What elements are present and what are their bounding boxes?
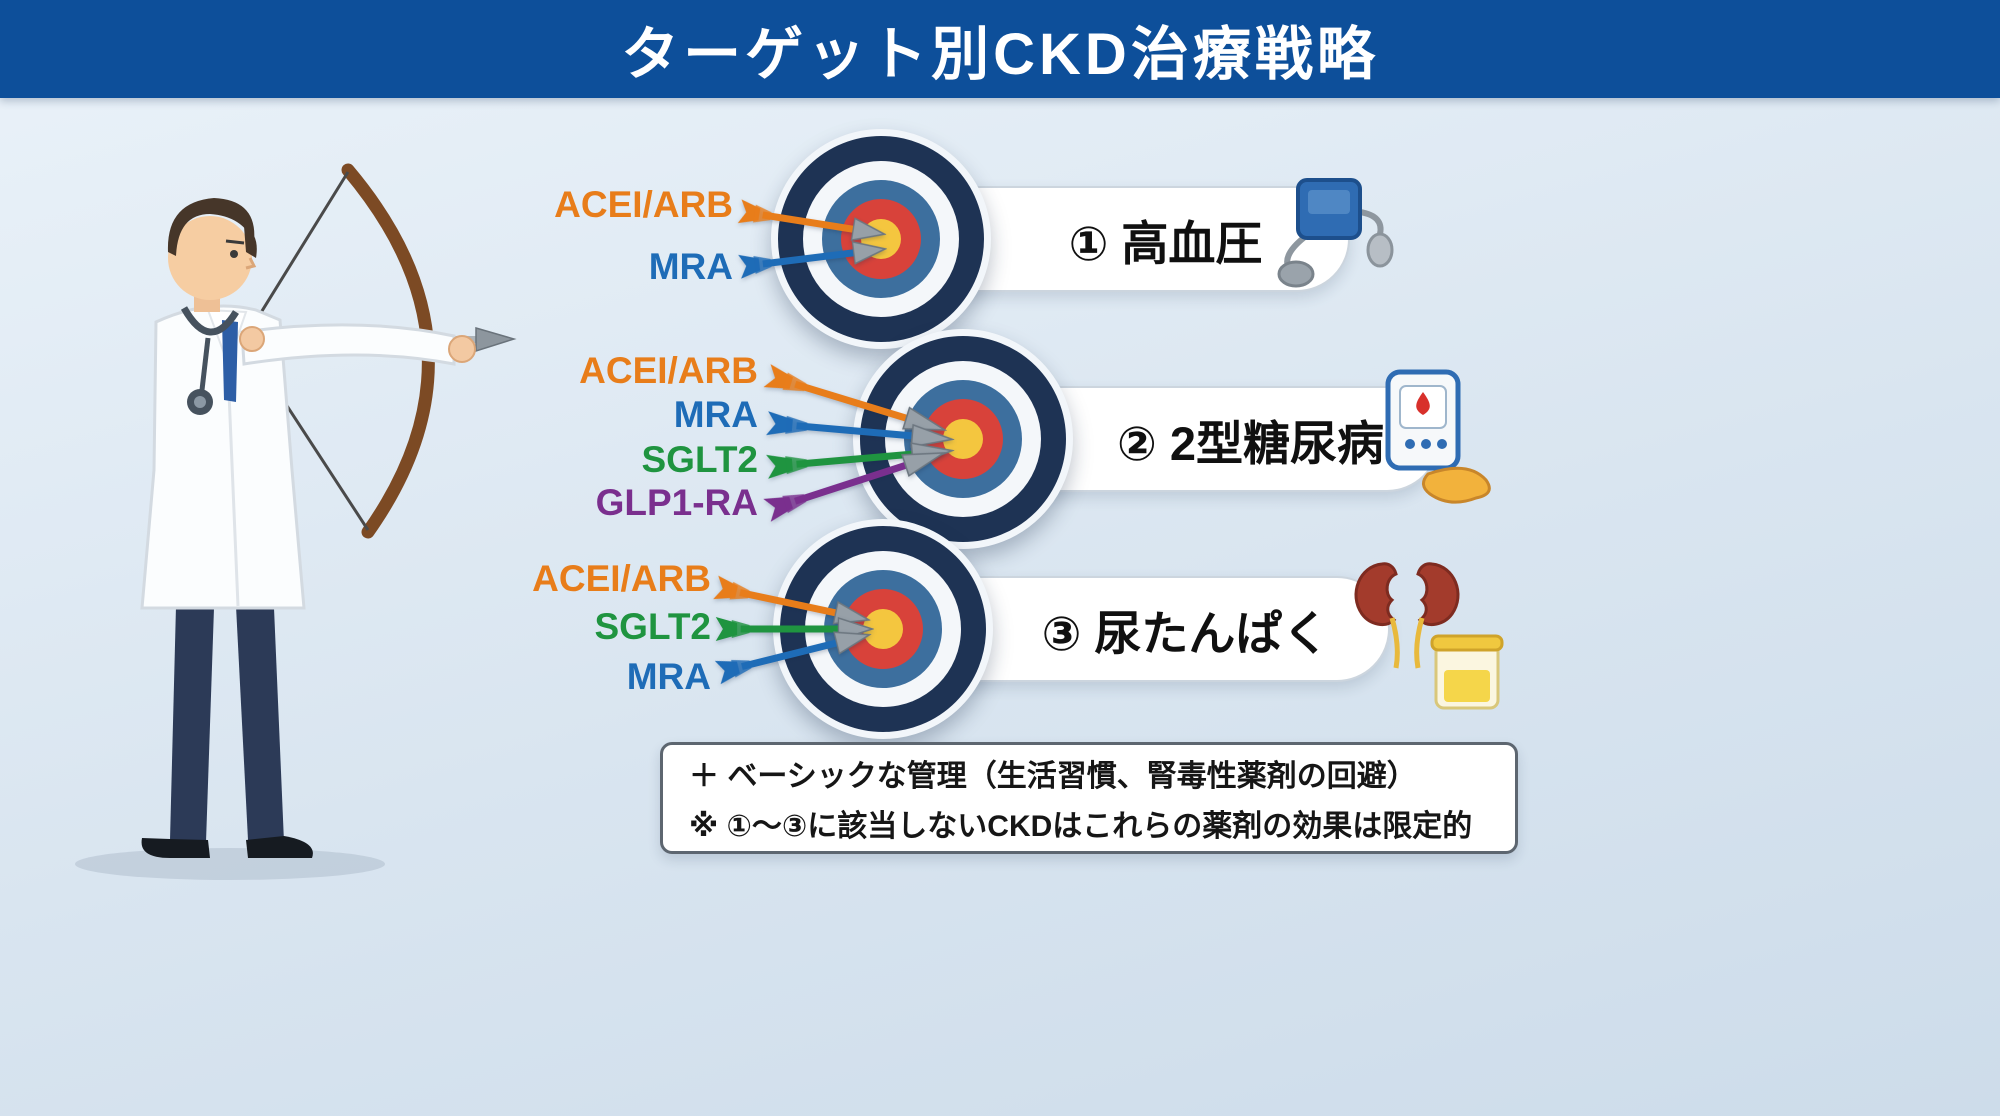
page-title: ターゲット別CKD治療戦略 <box>621 22 1379 87</box>
note-line-basic-management: ＋ ベーシックな管理（生活習慣、腎毒性薬剤の回避） <box>689 760 1417 793</box>
arrow-glp1-ra <box>760 438 950 525</box>
drug-label-acei-arb: ACEI/ARB <box>554 184 733 225</box>
header-bar: ターゲット別CKD治療戦略 <box>0 0 2000 98</box>
archery-target-1 <box>771 129 991 349</box>
drug-label-mra: MRA <box>626 656 711 697</box>
drug-label-sglt2: SGLT2 <box>641 439 759 480</box>
hair <box>167 198 255 256</box>
drug-label-glp1-ra: GLP1-RA <box>595 482 758 523</box>
necktie <box>222 320 238 402</box>
urine-cup-icon <box>1430 634 1504 710</box>
target-ring <box>803 161 959 317</box>
kidney-right <box>1414 562 1460 669</box>
target-ring <box>771 129 991 349</box>
drug-label-mra: MRA <box>673 394 758 435</box>
target-ring <box>841 199 921 279</box>
kidney-left <box>1354 562 1400 669</box>
drug-label-acei-arb: ACEI/ARB <box>579 350 758 391</box>
arrow-acei-arb <box>761 361 951 445</box>
arrow-mra <box>736 234 889 282</box>
drug-label-sglt2: SGLT2 <box>594 606 712 647</box>
target-ring <box>822 180 940 298</box>
note-box: ＋ ベーシックな管理（生活習慣、腎毒性薬剤の回避） ※ ①〜③に該当しないCKD… <box>660 742 1518 854</box>
blood-drop-icon <box>1416 392 1430 415</box>
doctor-archer-illustration <box>30 140 550 900</box>
stethoscope <box>180 306 239 415</box>
white-coat <box>140 304 306 610</box>
arrow-mra <box>712 620 875 688</box>
target-label-diabetes: ② 2型糖尿病 <box>1117 416 1384 470</box>
target-label-proteinuria: ③ 尿たんぱく <box>1041 606 1330 660</box>
kidneys-icon <box>1342 556 1512 716</box>
target-label-hypertension: ① 高血圧 <box>1068 216 1263 270</box>
note-line-limitation: ※ ①〜③に該当しないCKDはこれらの薬剤の効果は限定的 <box>689 810 1473 843</box>
drug-label-mra: MRA <box>648 246 733 287</box>
blood-pressure-monitor-icon <box>1262 172 1402 292</box>
arrow-mra <box>764 408 956 454</box>
arrow-acei-arb <box>736 196 889 249</box>
drug-label-acei-arb: ACEI/ARB <box>532 558 711 599</box>
glucometer-icon <box>1368 366 1498 516</box>
pancreas-icon <box>1422 466 1491 504</box>
arrow-sglt2 <box>714 614 874 644</box>
